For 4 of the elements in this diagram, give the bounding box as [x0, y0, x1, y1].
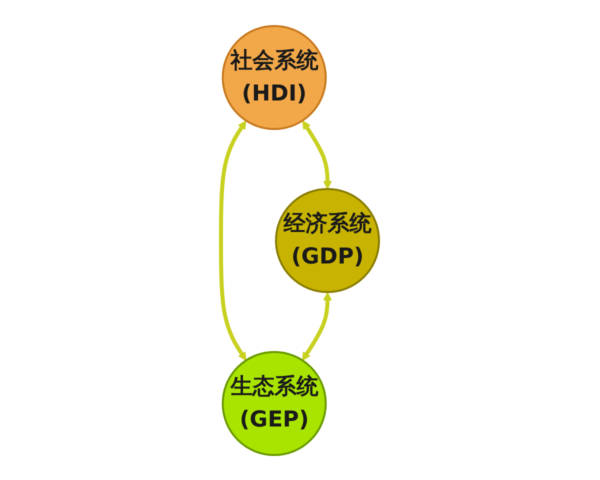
arrow	[219, 120, 246, 360]
node-circle: 经济系统 (GDP)	[275, 188, 380, 292]
arrow	[302, 120, 332, 189]
arrow	[302, 292, 332, 360]
